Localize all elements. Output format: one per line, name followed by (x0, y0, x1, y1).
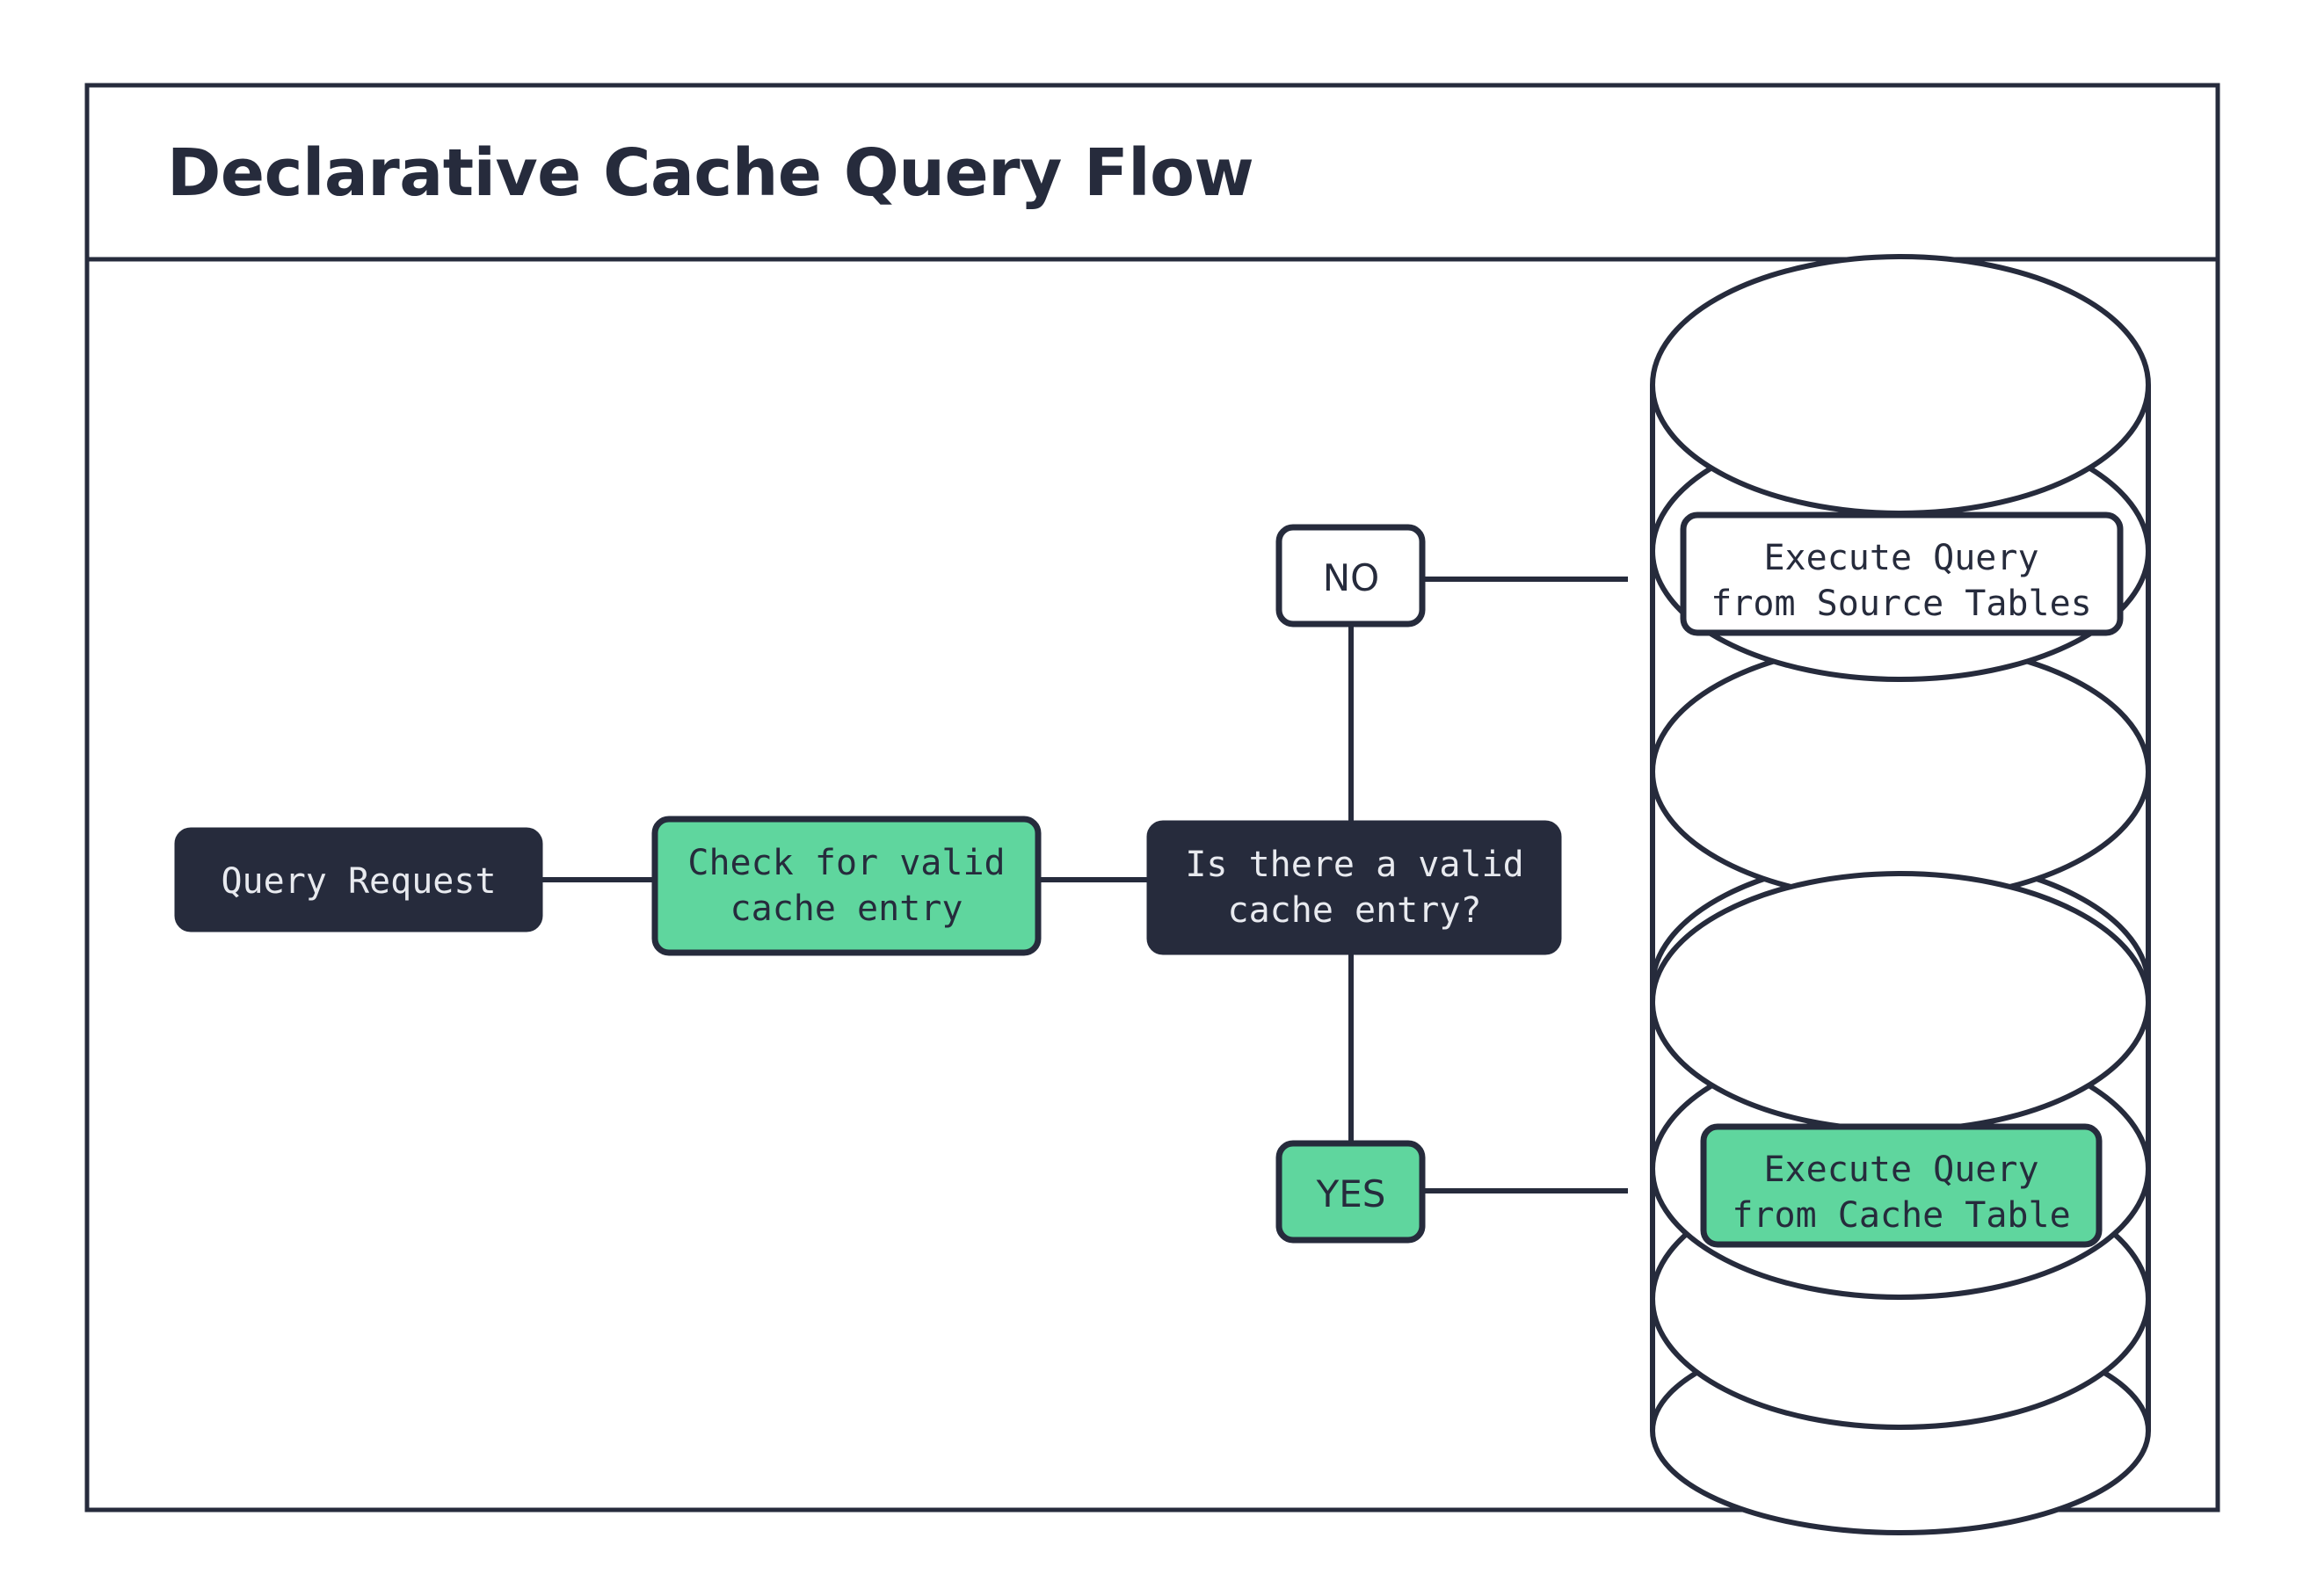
node-query-request-label: Query Request (221, 861, 496, 902)
node-decision-valid-cache[interactable]: Is there a valid cache entry? (1146, 820, 1562, 955)
branch-label-yes-text: YES (1316, 1172, 1386, 1215)
node-decision-line1: Is there a valid (1185, 845, 1523, 885)
source-db-top-disk (1650, 254, 2151, 516)
branch-label-no-text: NO (1323, 556, 1379, 599)
branch-label-no-box[interactable] (1275, 524, 1426, 628)
node-execute-query-cache-box[interactable] (1700, 1123, 2103, 1248)
cache-db-top-disk (1650, 871, 2151, 1133)
node-query-request[interactable]: Query Request (174, 827, 543, 932)
node-check-cache-line1: Check for valid (687, 843, 1005, 883)
node-execute-query-cache-line1: Execute Query (1763, 1150, 2038, 1190)
node-check-cache-line2: cache entry (730, 889, 963, 929)
node-decision-box[interactable] (1146, 820, 1562, 955)
node-execute-query-source-box[interactable] (1680, 511, 2124, 636)
node-decision-line2: cache entry? (1228, 890, 1482, 931)
node-execute-query-source-line1: Execute Query (1763, 538, 2038, 578)
node-check-cache-box[interactable] (651, 816, 1042, 956)
branch-label-no[interactable]: NO (1275, 524, 1426, 628)
page-title: Declarative Cache Query Flow (167, 135, 1253, 211)
branch-label-yes-box[interactable] (1275, 1140, 1426, 1244)
node-execute-query-source-line2: from Source Tables (1711, 584, 2091, 624)
node-execute-query-source[interactable]: Execute Query from Source Tables (1680, 511, 2124, 636)
node-check-cache[interactable]: Check for valid cache entry (651, 816, 1042, 956)
node-query-request-box[interactable] (174, 827, 543, 932)
node-execute-query-cache-line2: from Cache Table (1732, 1195, 2070, 1236)
branch-label-yes[interactable]: YES (1275, 1140, 1426, 1244)
node-execute-query-cache[interactable]: Execute Query from Cache Table (1700, 1123, 2103, 1248)
